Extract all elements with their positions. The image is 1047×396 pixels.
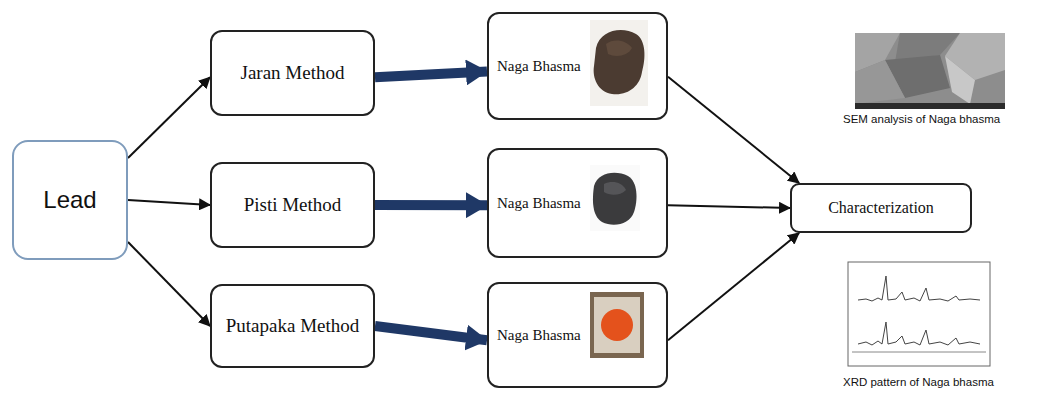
sem-scale-bar bbox=[855, 103, 1005, 109]
box-text: Naga Bhasma bbox=[497, 195, 581, 212]
powder-blob bbox=[594, 30, 645, 94]
dish-inner bbox=[594, 297, 640, 353]
powder-blob bbox=[593, 173, 637, 225]
process-box: Pisti Method bbox=[210, 162, 375, 248]
xrd-curve bbox=[858, 276, 980, 301]
flow-arrow bbox=[668, 205, 790, 208]
box-text: Jaran Method bbox=[241, 62, 345, 84]
sem-image bbox=[855, 33, 1005, 109]
box-text: Characterization bbox=[828, 199, 934, 217]
figure-caption: SEM analysis of Naga bhasma bbox=[843, 113, 1000, 125]
flow-arrow bbox=[128, 200, 210, 205]
flow-arrow bbox=[128, 242, 210, 326]
start-box: Lead bbox=[12, 140, 128, 260]
result-box: Characterization bbox=[790, 183, 972, 233]
product-box: Naga Bhasma bbox=[487, 148, 668, 258]
figure-caption: XRD pattern of Naga bhasma bbox=[843, 376, 994, 388]
sem-grain bbox=[945, 56, 975, 104]
orange-powder bbox=[601, 309, 633, 341]
flow-arrow bbox=[668, 233, 799, 340]
product-box: Naga Bhasma bbox=[487, 12, 668, 120]
block-arrow bbox=[375, 200, 487, 210]
flow-arrow bbox=[128, 77, 210, 158]
box-text: Naga Bhasma bbox=[497, 58, 581, 75]
block-arrow bbox=[375, 71, 487, 77]
powder-highlight bbox=[606, 41, 632, 56]
block-arrow bbox=[375, 326, 487, 340]
process-box: Jaran Method bbox=[210, 30, 375, 116]
powder-photo bbox=[590, 165, 640, 231]
xrd-image bbox=[848, 262, 990, 366]
xrd-curve bbox=[858, 322, 980, 345]
dish-photo bbox=[590, 292, 644, 358]
product-box: Naga Bhasma bbox=[487, 282, 668, 388]
box-text: Lead bbox=[43, 186, 96, 214]
powder-photo bbox=[590, 20, 648, 106]
box-text: Pisti Method bbox=[244, 194, 342, 216]
xrd-axis bbox=[852, 352, 986, 353]
box-text: Putapaka Method bbox=[226, 315, 360, 337]
process-box: Putapaka Method bbox=[210, 284, 375, 368]
box-text: Naga Bhasma bbox=[497, 327, 581, 344]
sem-grain bbox=[855, 60, 905, 104]
flow-arrow bbox=[668, 77, 799, 183]
powder-highlight bbox=[604, 182, 626, 195]
